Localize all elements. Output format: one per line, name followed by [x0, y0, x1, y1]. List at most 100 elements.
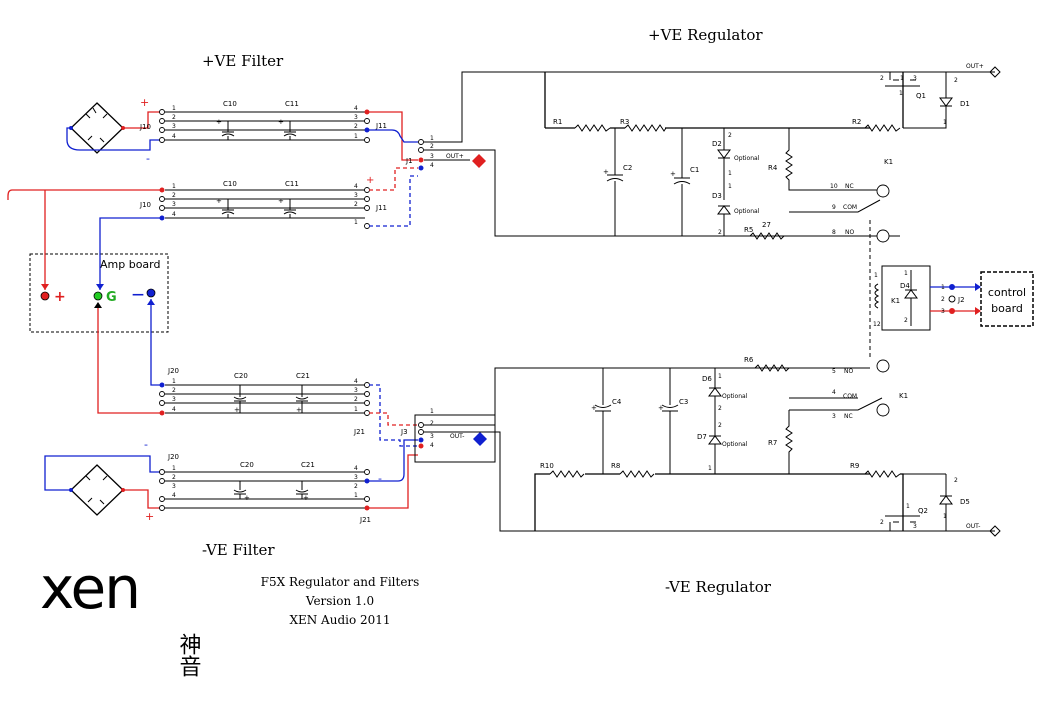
d1-pin1: 1	[943, 119, 947, 126]
c4-plus: +	[591, 404, 597, 412]
c1-plus: +	[670, 170, 676, 178]
j3-pin1: 1	[430, 408, 434, 415]
r5-value: 27	[762, 221, 771, 229]
c10-mid-plus: +	[216, 197, 222, 205]
j10-top-pin2: 2	[172, 114, 176, 121]
caption-line2: Version 1.0	[305, 594, 374, 608]
caption-block: F5X Regulator and Filters Version 1.0 XE…	[261, 575, 420, 627]
relay-k1-lower: 5 NO 4 COM 3 NC K1	[789, 359, 908, 420]
j2-label: J2	[957, 296, 965, 304]
c20-mid-plus: +	[234, 406, 240, 414]
j2-pin3: 3	[941, 308, 945, 315]
j1-pin4: 4	[430, 162, 434, 169]
j21-mid-label: J21	[353, 428, 365, 436]
amp-board-label: Amp board	[100, 258, 160, 271]
relay-coil-block: 1 12 K1 D4 1 2 1 2 3 J2	[873, 265, 981, 331]
j11-top-pin4: 4	[354, 105, 358, 112]
relay-k1-top-label: K1	[884, 158, 893, 166]
c1-label: C1	[690, 166, 699, 174]
relay-no-terminal-top	[876, 229, 890, 243]
q1-pin1: 1	[900, 75, 904, 82]
j20-bottom-label: J20	[167, 453, 179, 461]
title-neg-filter: -VE Filter	[202, 541, 275, 559]
d6-pin2: 2	[718, 405, 722, 412]
c20-mid-label: C20	[234, 372, 248, 380]
caption-line3: XEN Audio 2011	[289, 613, 390, 627]
j11-top-label: J11	[375, 122, 387, 130]
d6-optional: Optional	[722, 393, 748, 400]
j3-out-neg: OUT-	[450, 433, 464, 440]
c10-top-plus: +	[216, 118, 222, 126]
bridge-minus-top: -	[146, 152, 150, 165]
d3-pin2: 2	[718, 229, 722, 236]
j11-mid-plus: +	[366, 175, 374, 186]
j2-pin2: 2	[941, 296, 945, 303]
bridge-rectifier-top: + -	[66, 96, 160, 165]
j11-top-pin3: 3	[354, 114, 358, 121]
coil-k1-label: K1	[891, 297, 900, 305]
out-neg-terminal	[989, 525, 1001, 537]
connector-j1: 1 2 3 4 J1 OUT+	[405, 71, 995, 237]
j1-pin2: 2	[430, 143, 434, 150]
amp-board: Amp board + G —	[7, 189, 169, 414]
relay-com-bottom: COM	[843, 393, 857, 400]
c3-plus: +	[658, 404, 664, 412]
j3-pin4: 4	[430, 442, 434, 449]
j10-mid-pin3: 3	[172, 201, 176, 208]
j21-bottom-pin3: 3	[354, 474, 358, 481]
out-neg-label: OUT-	[966, 523, 980, 530]
d7-label: D7	[697, 433, 707, 441]
neg-filter-upper: 1 2 3 4 J20 C20 + C21 + 4 3 2 1 J21	[159, 367, 418, 447]
d3-label: D3	[712, 192, 722, 200]
c21-mid-label: C21	[296, 372, 310, 380]
d7-optional: Optional	[722, 441, 748, 448]
control-board: control board	[980, 271, 1034, 327]
r1-label: R1	[553, 118, 562, 126]
j1-label: J1	[405, 157, 413, 165]
c20-bottom-plus: +	[244, 494, 250, 502]
relay-no-top: NO	[845, 229, 854, 236]
out-pos-label: OUT+	[966, 63, 984, 70]
pos-filter-lower: 1 2 3 4 J10 C10 + C11 + 4 3 2 1 J11 +	[139, 167, 418, 229]
r6-label: R6	[744, 356, 754, 364]
j11-mid-label: J11	[375, 204, 387, 212]
j10-top-pin3: 3	[172, 123, 176, 130]
out-pos-terminal	[989, 66, 1001, 78]
q1-label: Q1	[916, 92, 926, 100]
j20-mid-pin4: 4	[172, 406, 176, 413]
logo-text: xen	[40, 554, 139, 622]
d3-optional: Optional	[734, 208, 760, 215]
amp-plus-label: +	[54, 289, 66, 305]
d4-pin1: 1	[904, 270, 908, 277]
j3-pin2: 2	[430, 420, 434, 427]
bridge-rectifier-bottom: - +	[44, 438, 160, 523]
j11-mid-pin1: 1	[354, 219, 358, 226]
connector-j21-mid: 4 3 2 1 J21	[353, 378, 370, 436]
d7-pin1: 1	[708, 465, 712, 472]
amp-ground-terminal	[93, 291, 103, 301]
title-neg-regulator: -VE Regulator	[665, 578, 772, 596]
c10-top-label: C10	[223, 100, 237, 108]
d2-label: D2	[712, 140, 722, 148]
j21-mid-pin3: 3	[354, 387, 358, 394]
j20-bottom-pin3: 3	[172, 483, 176, 490]
q1-pin2: 2	[880, 75, 884, 82]
r5-label: R5	[744, 226, 753, 234]
j1-pin3: 3	[430, 153, 434, 160]
relay-pin3: 3	[832, 413, 836, 420]
relay-nc-terminal-top	[876, 184, 890, 198]
q1-pin1b: 1	[899, 90, 903, 97]
relay-k1-upper: 10 NC 9 COM 8 NO K1	[789, 158, 893, 360]
j1-pin1: 1	[430, 135, 434, 142]
amp-minus-terminal	[146, 288, 156, 298]
c11-mid-label: C11	[285, 180, 299, 188]
r4-label: R4	[768, 164, 778, 172]
c21-mid-plus: +	[296, 406, 302, 414]
j10-top-pin1: 1	[172, 105, 176, 112]
q2-pin1: 1	[906, 503, 910, 510]
control-board-line1: control	[988, 286, 1026, 299]
j21-mid-pin4: 4	[354, 378, 358, 385]
d6-label: D6	[702, 375, 712, 383]
d5-pin2: 2	[954, 477, 958, 484]
